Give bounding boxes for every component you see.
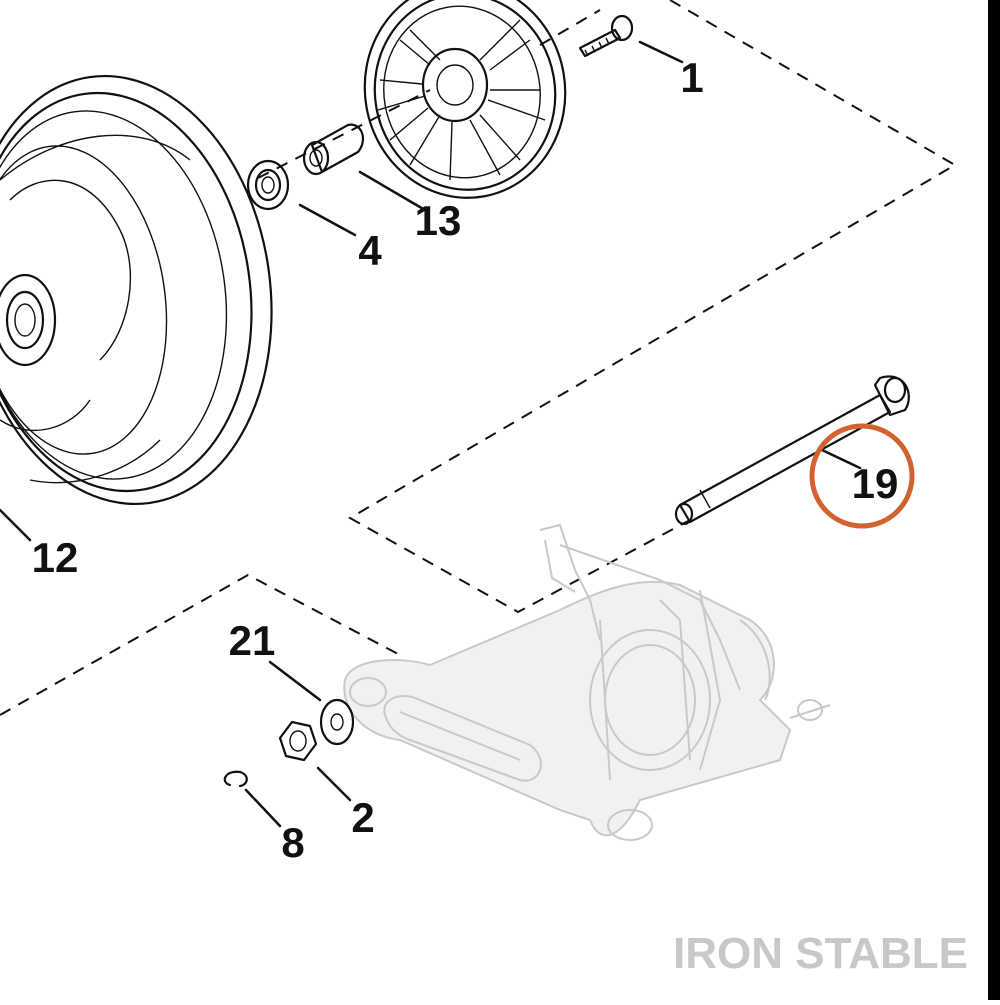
part-4-bearing (246, 159, 290, 211)
watermark-text: IRON STABLE (673, 929, 968, 978)
part-21-adjuster (319, 698, 355, 746)
callout-13: 13 (415, 197, 462, 244)
pulley-sprocket (363, 0, 567, 199)
callout-12: 12 (32, 534, 79, 581)
part-1-bolt (578, 14, 634, 58)
callout-19: 19 (852, 460, 899, 507)
callout-8: 8 (281, 819, 304, 866)
callout-1: 1 (680, 54, 703, 101)
callout-21: 21 (229, 617, 276, 664)
right-edge-bar (988, 0, 1000, 1000)
part-19-axle (674, 375, 910, 526)
callout-labels: 1 13 4 12 19 21 2 8 (32, 54, 899, 866)
part-8-clip (223, 770, 248, 788)
swingarm-assembly-faded (343, 524, 831, 841)
assembly-guide-lines (0, 0, 957, 716)
part-12-wheel (0, 74, 273, 506)
callout-2: 2 (351, 794, 374, 841)
leader-lines (0, 40, 862, 828)
callout-4: 4 (358, 227, 382, 274)
highlight-circle (809, 423, 915, 529)
part-13-spacer (302, 123, 365, 176)
part-2-nut (278, 720, 318, 762)
